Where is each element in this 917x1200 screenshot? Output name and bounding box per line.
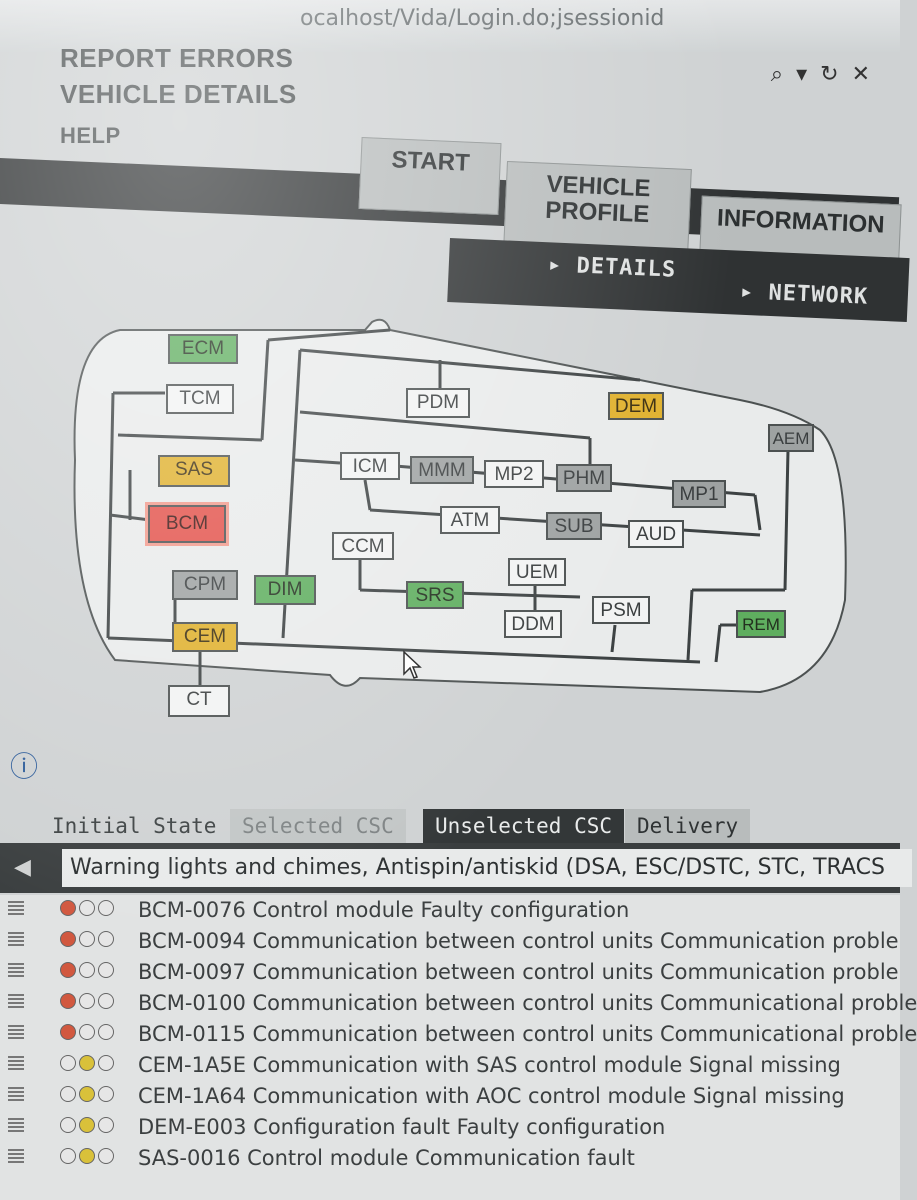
category-selector: ◀ Warning lights and chimes, Antispin/an… — [0, 843, 912, 893]
refresh-icon[interactable]: ↻ — [820, 62, 839, 87]
bus-line — [610, 624, 617, 653]
dtc-text: BCM-0100 Communication between control u… — [138, 991, 917, 1015]
status-lights-icon — [60, 931, 120, 949]
module-ct[interactable]: CT — [168, 685, 230, 717]
bottom-tab-bar: Initial State Selected CSC Unselected CS… — [40, 805, 900, 843]
bus-line — [260, 339, 270, 441]
tab-selected-csc[interactable]: Selected CSC — [230, 809, 406, 843]
search-icon[interactable]: ⌕ — [770, 62, 784, 87]
list-item[interactable]: BCM-0115 Communication between control u… — [0, 1019, 917, 1049]
module-ccm[interactable]: CCM — [332, 532, 394, 560]
module-cpm[interactable]: CPM — [172, 570, 238, 600]
list-item[interactable]: CEM-1A5E Communication with SAS control … — [0, 1050, 900, 1080]
module-srs[interactable]: SRS — [406, 581, 464, 609]
bus-line — [714, 624, 722, 663]
module-dem[interactable]: DEM — [608, 392, 664, 420]
module-atm[interactable]: ATM — [440, 506, 500, 534]
status-lights-icon — [60, 900, 120, 918]
list-item[interactable]: BCM-0100 Communication between control u… — [0, 988, 917, 1018]
tab-delivery[interactable]: Delivery — [625, 809, 751, 843]
dtc-text: BCM-0115 Communication between control u… — [138, 1022, 917, 1046]
bus-line — [359, 588, 581, 599]
bus-line — [753, 494, 762, 531]
module-sas[interactable]: SAS — [158, 455, 230, 487]
list-item[interactable]: DEM-E003 Configuration fault Faulty conf… — [0, 1112, 900, 1142]
module-mp1[interactable]: MP1 — [672, 480, 726, 508]
arrow-right-icon: ▸ — [547, 252, 578, 279]
dtc-text: CEM-1A5E Communication with SAS control … — [138, 1053, 841, 1077]
module-icm[interactable]: ICM — [340, 452, 400, 480]
drag-handle-icon[interactable] — [8, 932, 24, 948]
module-aud[interactable]: AUD — [628, 520, 684, 548]
url-field[interactable]: ocalhost/Vida/Login.do;jsessionid — [300, 6, 665, 31]
bus-line — [299, 410, 591, 440]
list-item[interactable]: BCM-0097 Communication between control u… — [0, 957, 900, 987]
mouse-cursor-icon — [403, 650, 422, 679]
module-tcm[interactable]: TCM — [166, 384, 234, 414]
status-lights-icon — [60, 962, 120, 980]
network-diagram: ECM TCM SAS BCM CPM CEM CT DIM PDM DEM A… — [0, 300, 900, 750]
module-pdm[interactable]: PDM — [406, 388, 470, 418]
dtc-text: BCM-0094 Communication between control u… — [138, 929, 899, 953]
module-aem[interactable]: AEM — [768, 424, 814, 452]
status-lights-icon — [60, 1148, 120, 1166]
module-ddm[interactable]: DDM — [504, 610, 562, 638]
tab-start[interactable]: START — [358, 136, 502, 216]
drag-handle-icon[interactable] — [8, 1025, 24, 1041]
bus-line — [363, 479, 372, 511]
module-uem[interactable]: UEM — [508, 558, 566, 586]
list-item[interactable]: BCM-0094 Communication between control u… — [0, 926, 900, 956]
module-mp2[interactable]: MP2 — [484, 460, 544, 488]
module-rem[interactable]: REM — [736, 610, 786, 638]
drag-handle-icon[interactable] — [8, 901, 24, 917]
drag-handle-icon[interactable] — [8, 1149, 24, 1165]
status-lights-icon — [60, 993, 120, 1011]
list-item[interactable]: SAS-0016 Control module Communication fa… — [0, 1143, 900, 1173]
arrow-left-icon[interactable]: ◀ — [14, 855, 31, 880]
dtc-text: CEM-1A64 Communication with AOC control … — [138, 1084, 845, 1108]
module-psm[interactable]: PSM — [592, 596, 650, 624]
module-phm[interactable]: PHM — [556, 464, 612, 492]
status-lights-icon — [60, 1024, 120, 1042]
drag-handle-icon[interactable] — [8, 1056, 24, 1072]
top-links: REPORT ERRORS VEHICLE DETAILS HELP — [60, 40, 297, 154]
bus-line — [686, 589, 694, 661]
module-cem[interactable]: CEM — [172, 622, 238, 652]
dropdown-arrow-icon[interactable]: ▾ — [796, 62, 808, 87]
drag-handle-icon[interactable] — [8, 994, 24, 1010]
module-bcm[interactable]: BCM — [148, 505, 226, 543]
list-item[interactable]: CEM-1A64 Communication with AOC control … — [0, 1081, 900, 1111]
category-field[interactable]: Warning lights and chimes, Antispin/anti… — [62, 849, 912, 887]
status-lights-icon — [60, 1055, 120, 1073]
help-link[interactable]: HELP — [60, 123, 121, 148]
module-dim[interactable]: DIM — [254, 575, 316, 605]
dtc-text: DEM-E003 Configuration fault Faulty conf… — [138, 1115, 666, 1139]
dtc-text: SAS-0016 Control module Communication fa… — [138, 1146, 635, 1170]
browser-address-bar: ocalhost/Vida/Login.do;jsessionid ⌕ ▾ ↻ … — [0, 0, 900, 87]
vehicle-details-link[interactable]: VEHICLE DETAILS — [60, 79, 297, 109]
bus-line — [783, 449, 790, 591]
bus-line — [294, 458, 341, 465]
dtc-text: BCM-0076 Control module Faulty configura… — [138, 898, 630, 922]
drag-handle-icon[interactable] — [8, 963, 24, 979]
close-icon[interactable]: ✕ — [851, 62, 870, 87]
info-icon[interactable]: ⓘ — [10, 750, 39, 783]
bus-line — [117, 433, 263, 442]
drag-handle-icon[interactable] — [8, 1118, 24, 1134]
module-sub[interactable]: SUB — [546, 512, 602, 540]
browser-controls: ⌕ ▾ ↻ ✕ — [765, 62, 870, 87]
module-ecm[interactable]: ECM — [168, 334, 238, 364]
module-mmm[interactable]: MMM — [410, 456, 474, 484]
drag-handle-icon[interactable] — [8, 1087, 24, 1103]
status-lights-icon — [60, 1117, 120, 1135]
status-lights-icon — [60, 1086, 120, 1104]
dtc-list: BCM-0076 Control module Faulty configura… — [0, 895, 917, 1200]
tab-unselected-csc[interactable]: Unselected CSC — [423, 809, 625, 843]
tab-initial-state[interactable]: Initial State — [52, 814, 217, 838]
bus-line — [299, 348, 641, 382]
bus-line — [267, 328, 391, 342]
dtc-text: BCM-0097 Communication between control u… — [138, 960, 899, 984]
list-item[interactable]: BCM-0076 Control module Faulty configura… — [0, 895, 900, 925]
report-errors-link[interactable]: REPORT ERRORS — [60, 43, 294, 73]
